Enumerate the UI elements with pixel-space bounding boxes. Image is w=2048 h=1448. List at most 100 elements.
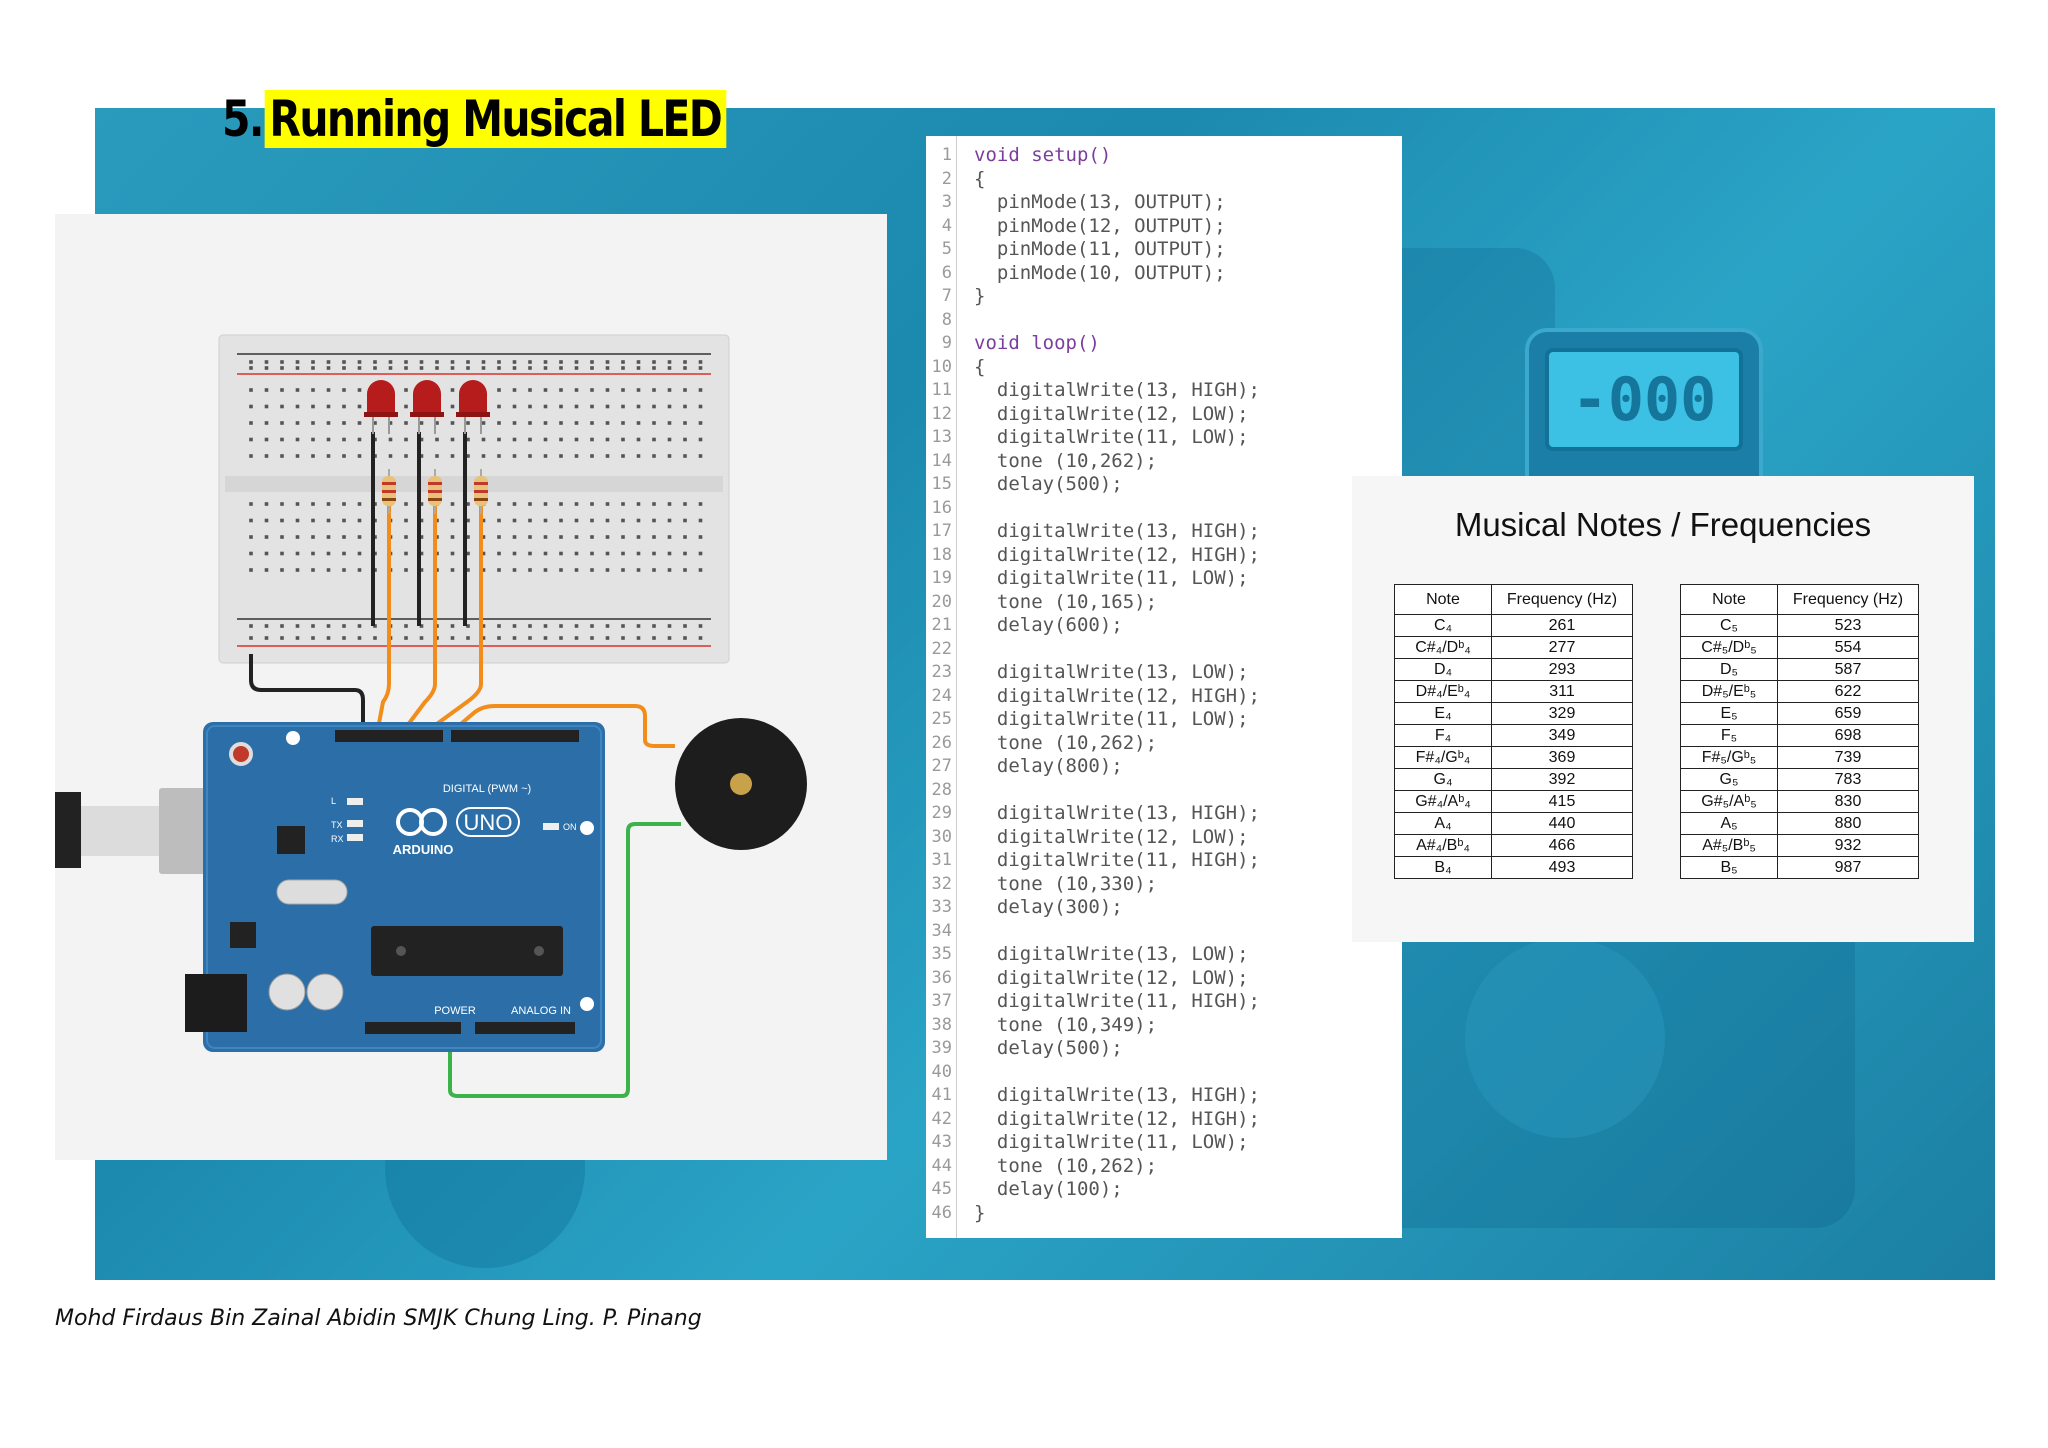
capacitor-1 — [268, 973, 306, 1011]
header-frequency: Frequency (Hz) — [1491, 584, 1633, 615]
resistor-2 — [428, 469, 442, 514]
note-cell: D#₅/Eᵇ₅ — [1680, 680, 1778, 703]
line-number: 27 — [931, 756, 952, 776]
notes-title: Musical Notes / Frequencies — [1454, 506, 1872, 543]
wire-signal-11 — [421, 504, 483, 736]
code-text: void loop() — [974, 332, 1100, 354]
line-number: 30 — [931, 826, 952, 847]
code-text: digitalWrite(11, HIGH); — [974, 990, 1260, 1012]
note-cell: D#₄/Eᵇ₄ — [1394, 680, 1492, 703]
code-line: 39 delay(500); — [926, 1037, 1402, 1061]
frequency-cell: 523 — [1777, 614, 1919, 637]
line-number: 44 — [931, 1155, 952, 1176]
mount-hole-1 — [286, 731, 300, 745]
code-text: tone (10,262); — [974, 449, 1158, 472]
code-line: 24 digitalWrite(12, HIGH); — [926, 685, 1402, 709]
power-label: POWER — [434, 1005, 476, 1017]
code-text: tone (10,165); — [974, 590, 1158, 613]
header-frequency: Frequency (Hz) — [1777, 584, 1919, 615]
frequency-cell: 329 — [1491, 702, 1633, 725]
code-text: tone (10,330); — [974, 872, 1158, 895]
note-cell: E₅ — [1680, 702, 1778, 725]
line-number: 39 — [931, 1038, 952, 1058]
frequency-cell: 622 — [1777, 680, 1919, 703]
arduino-logo — [396, 808, 447, 836]
frequency-cell: 554 — [1777, 636, 1919, 659]
frequency-cell: 277 — [1491, 636, 1633, 659]
frequency-cell: 587 — [1777, 658, 1919, 681]
note-cell: D₅ — [1680, 658, 1778, 681]
code-line: 19 digitalWrite(11, LOW); — [926, 567, 1402, 591]
note-cell: A#₄/Bᵇ₄ — [1394, 834, 1492, 857]
frequency-cell: 311 — [1491, 680, 1633, 703]
code-line: 16 — [926, 497, 1402, 521]
code-line: 36 digitalWrite(12, LOW); — [926, 967, 1402, 991]
frequency-cell: 466 — [1491, 834, 1633, 857]
line-number: 33 — [931, 897, 952, 917]
line-number: 11 — [931, 380, 952, 400]
arduino-board — [203, 722, 605, 1052]
code-line: 25 digitalWrite(11, LOW); — [926, 708, 1402, 732]
code-line: 43 digitalWrite(11, LOW); — [926, 1131, 1402, 1155]
line-number: 2 — [941, 168, 952, 189]
frequency-cell: 293 — [1491, 658, 1633, 681]
code-text: digitalWrite(12, HIGH); — [974, 684, 1260, 707]
mount-hole-2 — [580, 821, 594, 835]
code-line: 31 digitalWrite(11, HIGH); — [926, 849, 1402, 873]
code-text: digitalWrite(12, HIGH); — [974, 1107, 1260, 1130]
code-line: 22 — [926, 638, 1402, 662]
line-number: 22 — [931, 638, 952, 659]
code-line: 37 digitalWrite(11, HIGH); — [926, 990, 1402, 1014]
code-text: { — [974, 355, 986, 378]
note-cell: F#₅/Gᵇ₅ — [1680, 746, 1778, 769]
line-number: 21 — [931, 615, 952, 635]
code-text: void setup() — [974, 144, 1112, 166]
code-text: delay(500); — [974, 1037, 1123, 1059]
mount-hole-3 — [580, 997, 594, 1011]
led-2 — [410, 380, 444, 434]
frequency-cell: 880 — [1777, 812, 1919, 835]
crystal — [276, 879, 348, 905]
line-number: 38 — [931, 1014, 952, 1035]
code-text: tone (10,349); — [974, 1013, 1158, 1036]
frequency-cell: 493 — [1491, 856, 1633, 879]
bg-shape-knob — [1465, 938, 1665, 1138]
frequency-cell: 739 — [1777, 746, 1919, 769]
note-cell: A#₅/Bᵇ₅ — [1680, 834, 1778, 857]
code-line: 6 pinMode(10, OUTPUT); — [926, 262, 1402, 286]
line-number: 31 — [931, 850, 952, 870]
line-number: 34 — [931, 920, 952, 941]
code-line: 30 digitalWrite(12, LOW); — [926, 826, 1402, 850]
line-number: 15 — [931, 474, 952, 494]
code-line: 28 — [926, 779, 1402, 803]
code-line: 10{ — [926, 356, 1402, 380]
code-line: 34 — [926, 920, 1402, 944]
title-text: Running Musical LED — [264, 90, 727, 148]
line-number: 19 — [931, 568, 952, 588]
line-number: 20 — [931, 591, 952, 612]
multimeter-display: -000 — [1545, 348, 1743, 451]
code-line: 23 digitalWrite(13, LOW); — [926, 661, 1402, 685]
code-line: 26 tone (10,262); — [926, 732, 1402, 756]
frequency-cell: 783 — [1777, 768, 1919, 791]
note-cell: C#₄/Dᵇ₄ — [1394, 636, 1492, 659]
notes-panel: Musical Notes / Frequencies Note Frequen… — [1352, 476, 1974, 942]
frequency-cell: 369 — [1491, 746, 1633, 769]
code-line: 21 delay(600); — [926, 614, 1402, 638]
code-gutter — [926, 136, 957, 1238]
code-text: digitalWrite(13, HIGH); — [974, 520, 1260, 542]
